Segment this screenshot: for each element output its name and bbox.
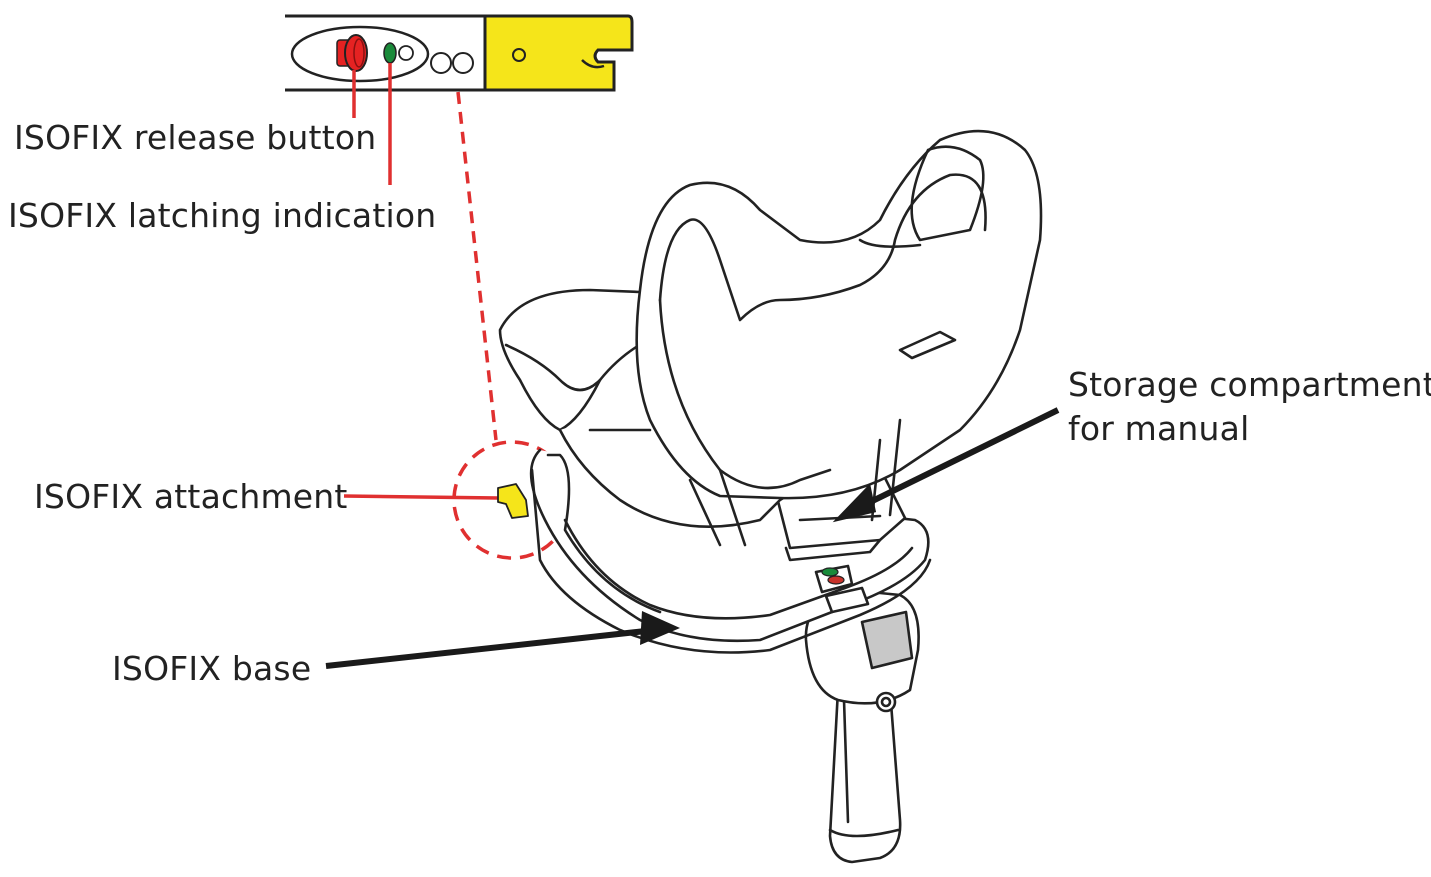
storage-compartment-label-line2: for manual xyxy=(1068,409,1250,448)
seat-shell xyxy=(498,129,1043,547)
red-release-button-icon xyxy=(336,34,368,72)
isofix-latching-indication-label: ISOFIX latching indication xyxy=(8,196,437,235)
isofix-base-arrow xyxy=(325,627,656,669)
isofix-attachment-connector-icon xyxy=(497,483,529,519)
child-seat-illustration xyxy=(497,129,1043,864)
isofix-connector-icon xyxy=(483,14,634,92)
storage-compartment-label-line1: Storage compartment xyxy=(1068,365,1431,404)
isofix-base-label: ISOFIX base xyxy=(112,649,312,688)
isofix-release-button-label: ISOFIX release button xyxy=(14,118,377,157)
black-arrows xyxy=(325,407,1060,669)
green-indicator-icon xyxy=(383,42,397,64)
attachment-leader xyxy=(343,494,499,500)
isofix-attachment-label: ISOFIX attachment xyxy=(34,477,348,516)
detail-leader xyxy=(456,91,498,441)
support-leg xyxy=(804,588,920,864)
storage-compartment-arrow xyxy=(848,407,1060,515)
connector-detail-inset xyxy=(285,14,634,92)
